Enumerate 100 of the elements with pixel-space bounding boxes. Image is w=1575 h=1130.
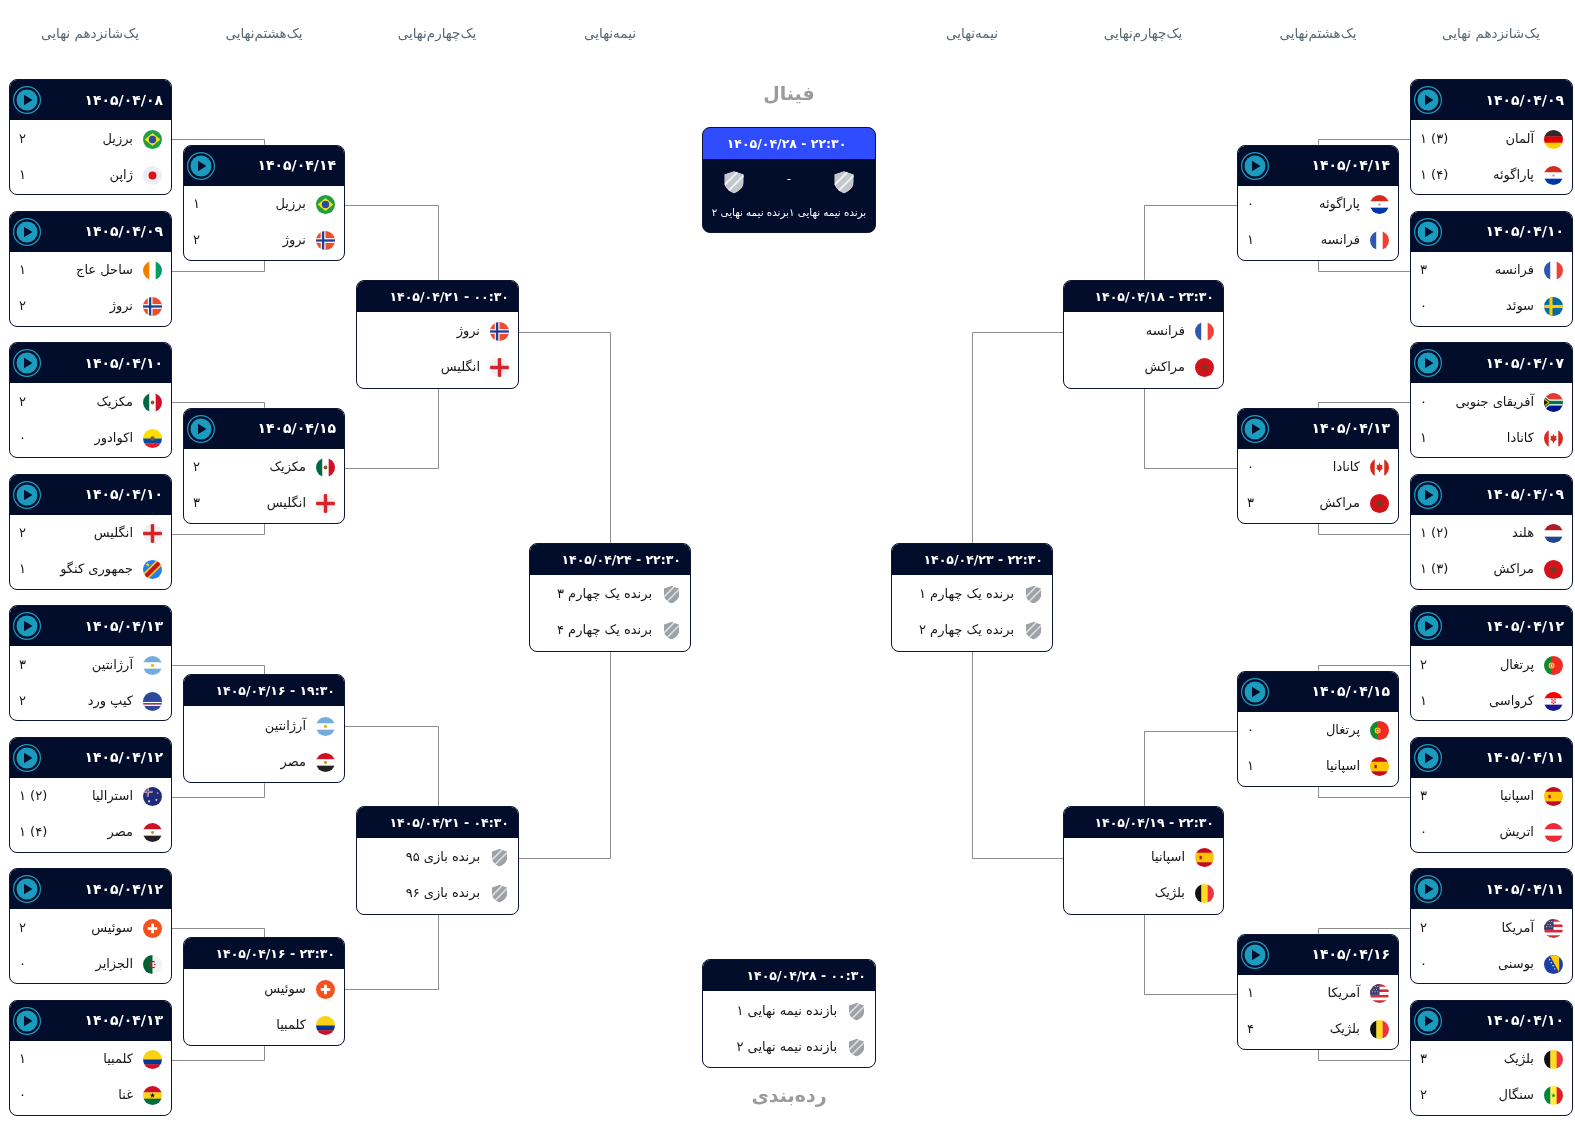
team-name: کانادا: [1332, 459, 1360, 477]
team-name: مراکش: [1493, 561, 1534, 578]
team-score: ۲: [19, 393, 26, 411]
match-date: ۱۴۰۵/۰۴/۲۳ - ۲۲:۳۰: [923, 551, 1043, 567]
team-name: مصر: [280, 753, 306, 771]
team-score: ۰: [1420, 955, 1427, 973]
match-card: [9, 736, 172, 853]
match-card: [1237, 670, 1399, 787]
team-name: برنده نیمه نهایی ۲: [711, 205, 789, 219]
team-score: ۱: [1247, 758, 1254, 776]
bracket-line: [1144, 388, 1238, 469]
team-name: فرانسه: [1494, 262, 1534, 279]
team-score: ۲: [193, 232, 200, 250]
match-date: ۱۴۰۵/۰۴/۰۹: [1485, 91, 1564, 109]
team-name: اسپانیا: [1151, 849, 1185, 867]
round-heading: نیمه‌نهایی: [946, 24, 998, 43]
team-score: ۱: [19, 166, 26, 184]
team-name: اسپانیا: [1326, 758, 1360, 776]
team-name: کانادا: [1506, 429, 1534, 447]
match-card: [356, 805, 519, 915]
team-name: ساحل عاج: [76, 262, 133, 279]
team-name: استرالیا: [91, 788, 133, 805]
team-name: بازنده نیمه نهایی ۱: [736, 1002, 837, 1020]
match-date: ۱۴۰۵/۰۴/۱۲: [84, 880, 163, 898]
match-date: ۱۴۰۵/۰۴/۰۷: [1485, 354, 1564, 372]
team-score: ۰: [1420, 298, 1427, 315]
team-name: پاراگوئه: [1493, 166, 1534, 184]
team-name: ژاپن: [109, 166, 133, 184]
team-name: کرواسی: [1489, 692, 1534, 710]
team-name: انگلیس: [266, 495, 306, 513]
match-card: [1237, 144, 1399, 261]
team-score: ۰: [19, 1087, 26, 1104]
team-name: پرتغال: [1325, 722, 1360, 740]
team-name: نروژ: [109, 298, 133, 315]
team-score: ۲: [19, 298, 26, 315]
match-date: ۱۴۰۵/۰۴/۱۵: [1311, 683, 1390, 701]
team-score: ۳: [1420, 1051, 1427, 1068]
team-score: ۱: [1420, 692, 1427, 710]
match-card: [702, 127, 876, 233]
bracket-line: [1318, 786, 1411, 798]
match-card: [1410, 79, 1573, 195]
match-date: ۱۴۰۵/۰۴/۰۸: [84, 91, 163, 109]
bracket-line: [1318, 928, 1411, 935]
round-heading: یک‌چهارم‌نهایی: [397, 24, 477, 43]
match-card: [1410, 868, 1573, 984]
match-card: [1410, 999, 1573, 1116]
team-name: سوئیس: [264, 980, 306, 998]
match-date: ۱۴۰۵/۰۴/۱۰: [1485, 1012, 1564, 1029]
team-score: ۰: [19, 429, 26, 447]
team-score: ۱ (۴): [19, 824, 48, 841]
team-score: ۲: [1420, 656, 1427, 674]
match-date: ۱۴۰۵/۰۴/۰۹: [84, 223, 163, 240]
match-card: [9, 210, 172, 327]
team-score: ۲: [1420, 919, 1427, 937]
team-name: بلژیک: [1329, 1021, 1360, 1039]
team-name: انگلیس: [93, 525, 133, 542]
match-date: ۱۴۰۵/۰۴/۱۲: [84, 749, 163, 766]
round-heading: یک‌شانزدهم نهایی: [1442, 24, 1540, 43]
team-name: آمریکا: [1327, 985, 1360, 1003]
team-name: نروژ: [282, 232, 306, 250]
team-name: اکوادور: [94, 429, 133, 447]
team-name: بوسنی: [1498, 955, 1534, 973]
match-card: [183, 144, 345, 261]
team-name: برنده بازی ۹۵: [405, 849, 480, 867]
match-date: ۱۴۰۵/۰۴/۱۶ - ۱۹:۳۰: [215, 683, 335, 699]
bracket-line: [972, 332, 1064, 544]
team-name: مراکش: [1319, 495, 1360, 513]
bracket-line: [1318, 139, 1411, 146]
team-name: هلند: [1512, 525, 1534, 542]
team-score: ۲: [19, 692, 26, 710]
bracket-line: [171, 1045, 265, 1061]
team-name: برنده بازی ۹۶: [405, 885, 480, 903]
match-date: ۱۴۰۵/۰۴/۲۸ - ۰۰:۳۰: [746, 968, 866, 983]
team-name: مراکش: [1144, 359, 1185, 377]
match-date: ۱۴۰۵/۰۴/۱۰: [84, 486, 163, 503]
match-date: ۱۴۰۵/۰۴/۱۶ - ۲۳:۳۰: [215, 946, 335, 962]
match-card: [1410, 605, 1573, 721]
match-card: [183, 937, 345, 1047]
team-name: بلژیک: [1154, 885, 1185, 903]
bracket-line: [1318, 523, 1411, 535]
bracket-line: [171, 782, 265, 798]
team-score: ۳: [1420, 262, 1427, 279]
team-score: ۰: [1420, 824, 1427, 841]
team-score: ۰: [1247, 459, 1254, 477]
match-card: [183, 674, 345, 784]
bracket-line: [518, 332, 611, 544]
round-heading: یک‌هشتم‌نهایی: [1279, 24, 1357, 43]
team-score: ۳: [1420, 788, 1427, 805]
team-score: ۳: [19, 656, 26, 674]
team-score: ۱: [1247, 232, 1254, 250]
bracket-line: [171, 665, 265, 675]
match-date: ۱۴۰۵/۰۴/۱۲: [1485, 617, 1564, 635]
team-name: برنده نیمه نهایی ۱: [789, 205, 867, 219]
match-date: ۱۴۰۵/۰۴/۱۳: [84, 617, 163, 635]
team-name: آرژانتین: [264, 717, 306, 735]
score-separator: -: [786, 172, 792, 186]
team-name: اسپانیا: [1500, 788, 1534, 805]
team-name: مکزیک: [269, 459, 306, 477]
match-date: ۱۴۰۵/۰۴/۱۱: [1485, 749, 1564, 766]
team-name: آمریکا: [1501, 919, 1534, 937]
